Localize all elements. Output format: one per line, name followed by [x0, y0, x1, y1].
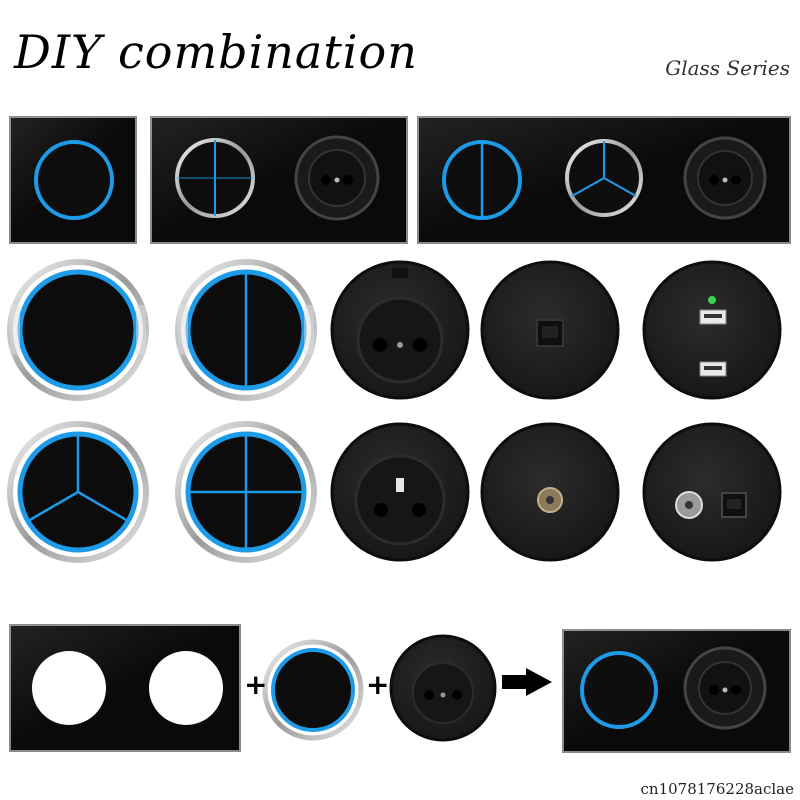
- panel-3-gang-switch-switch-socket: [417, 116, 791, 244]
- three-way-switch-icon: [565, 139, 643, 217]
- panel-2-gang-switch-socket: [150, 116, 408, 244]
- series-label: Glass Series: [665, 56, 790, 80]
- result-glass-panel: [562, 629, 791, 753]
- module-tv-coax: [480, 422, 620, 562]
- single-switch-icon: [34, 140, 114, 220]
- single-switch-icon: [580, 651, 658, 729]
- module-4-gang-switch: [175, 421, 317, 563]
- empty-glass-frame-2-gang: [9, 624, 241, 752]
- schuko-socket-icon: [683, 646, 767, 730]
- plus-symbol-2: +: [366, 668, 390, 701]
- combo-switch-module: [262, 639, 364, 741]
- module-schuko-socket: [330, 260, 470, 400]
- watermark-text: cn1078176228aclae: [640, 780, 794, 798]
- module-rj45-data: [480, 260, 620, 400]
- two-way-switch-icon: [442, 140, 522, 220]
- page-title: DIY combination: [14, 25, 418, 79]
- module-2-gang-switch: [175, 259, 317, 401]
- schuko-socket-icon: [294, 135, 380, 221]
- module-double-usb: [642, 260, 782, 400]
- plus-symbol-1: +: [244, 668, 268, 701]
- module-french-socket: [330, 422, 470, 562]
- module-1-gang-switch: [7, 259, 149, 401]
- schuko-socket-icon: [683, 136, 767, 220]
- module-tv-rj45: [642, 422, 782, 562]
- module-3-gang-switch: [7, 421, 149, 563]
- combo-socket-module: [389, 634, 497, 742]
- arrow-right-icon: [502, 668, 552, 696]
- double-switch-icon: [175, 138, 255, 218]
- panel-1-gang-switch: [9, 116, 137, 244]
